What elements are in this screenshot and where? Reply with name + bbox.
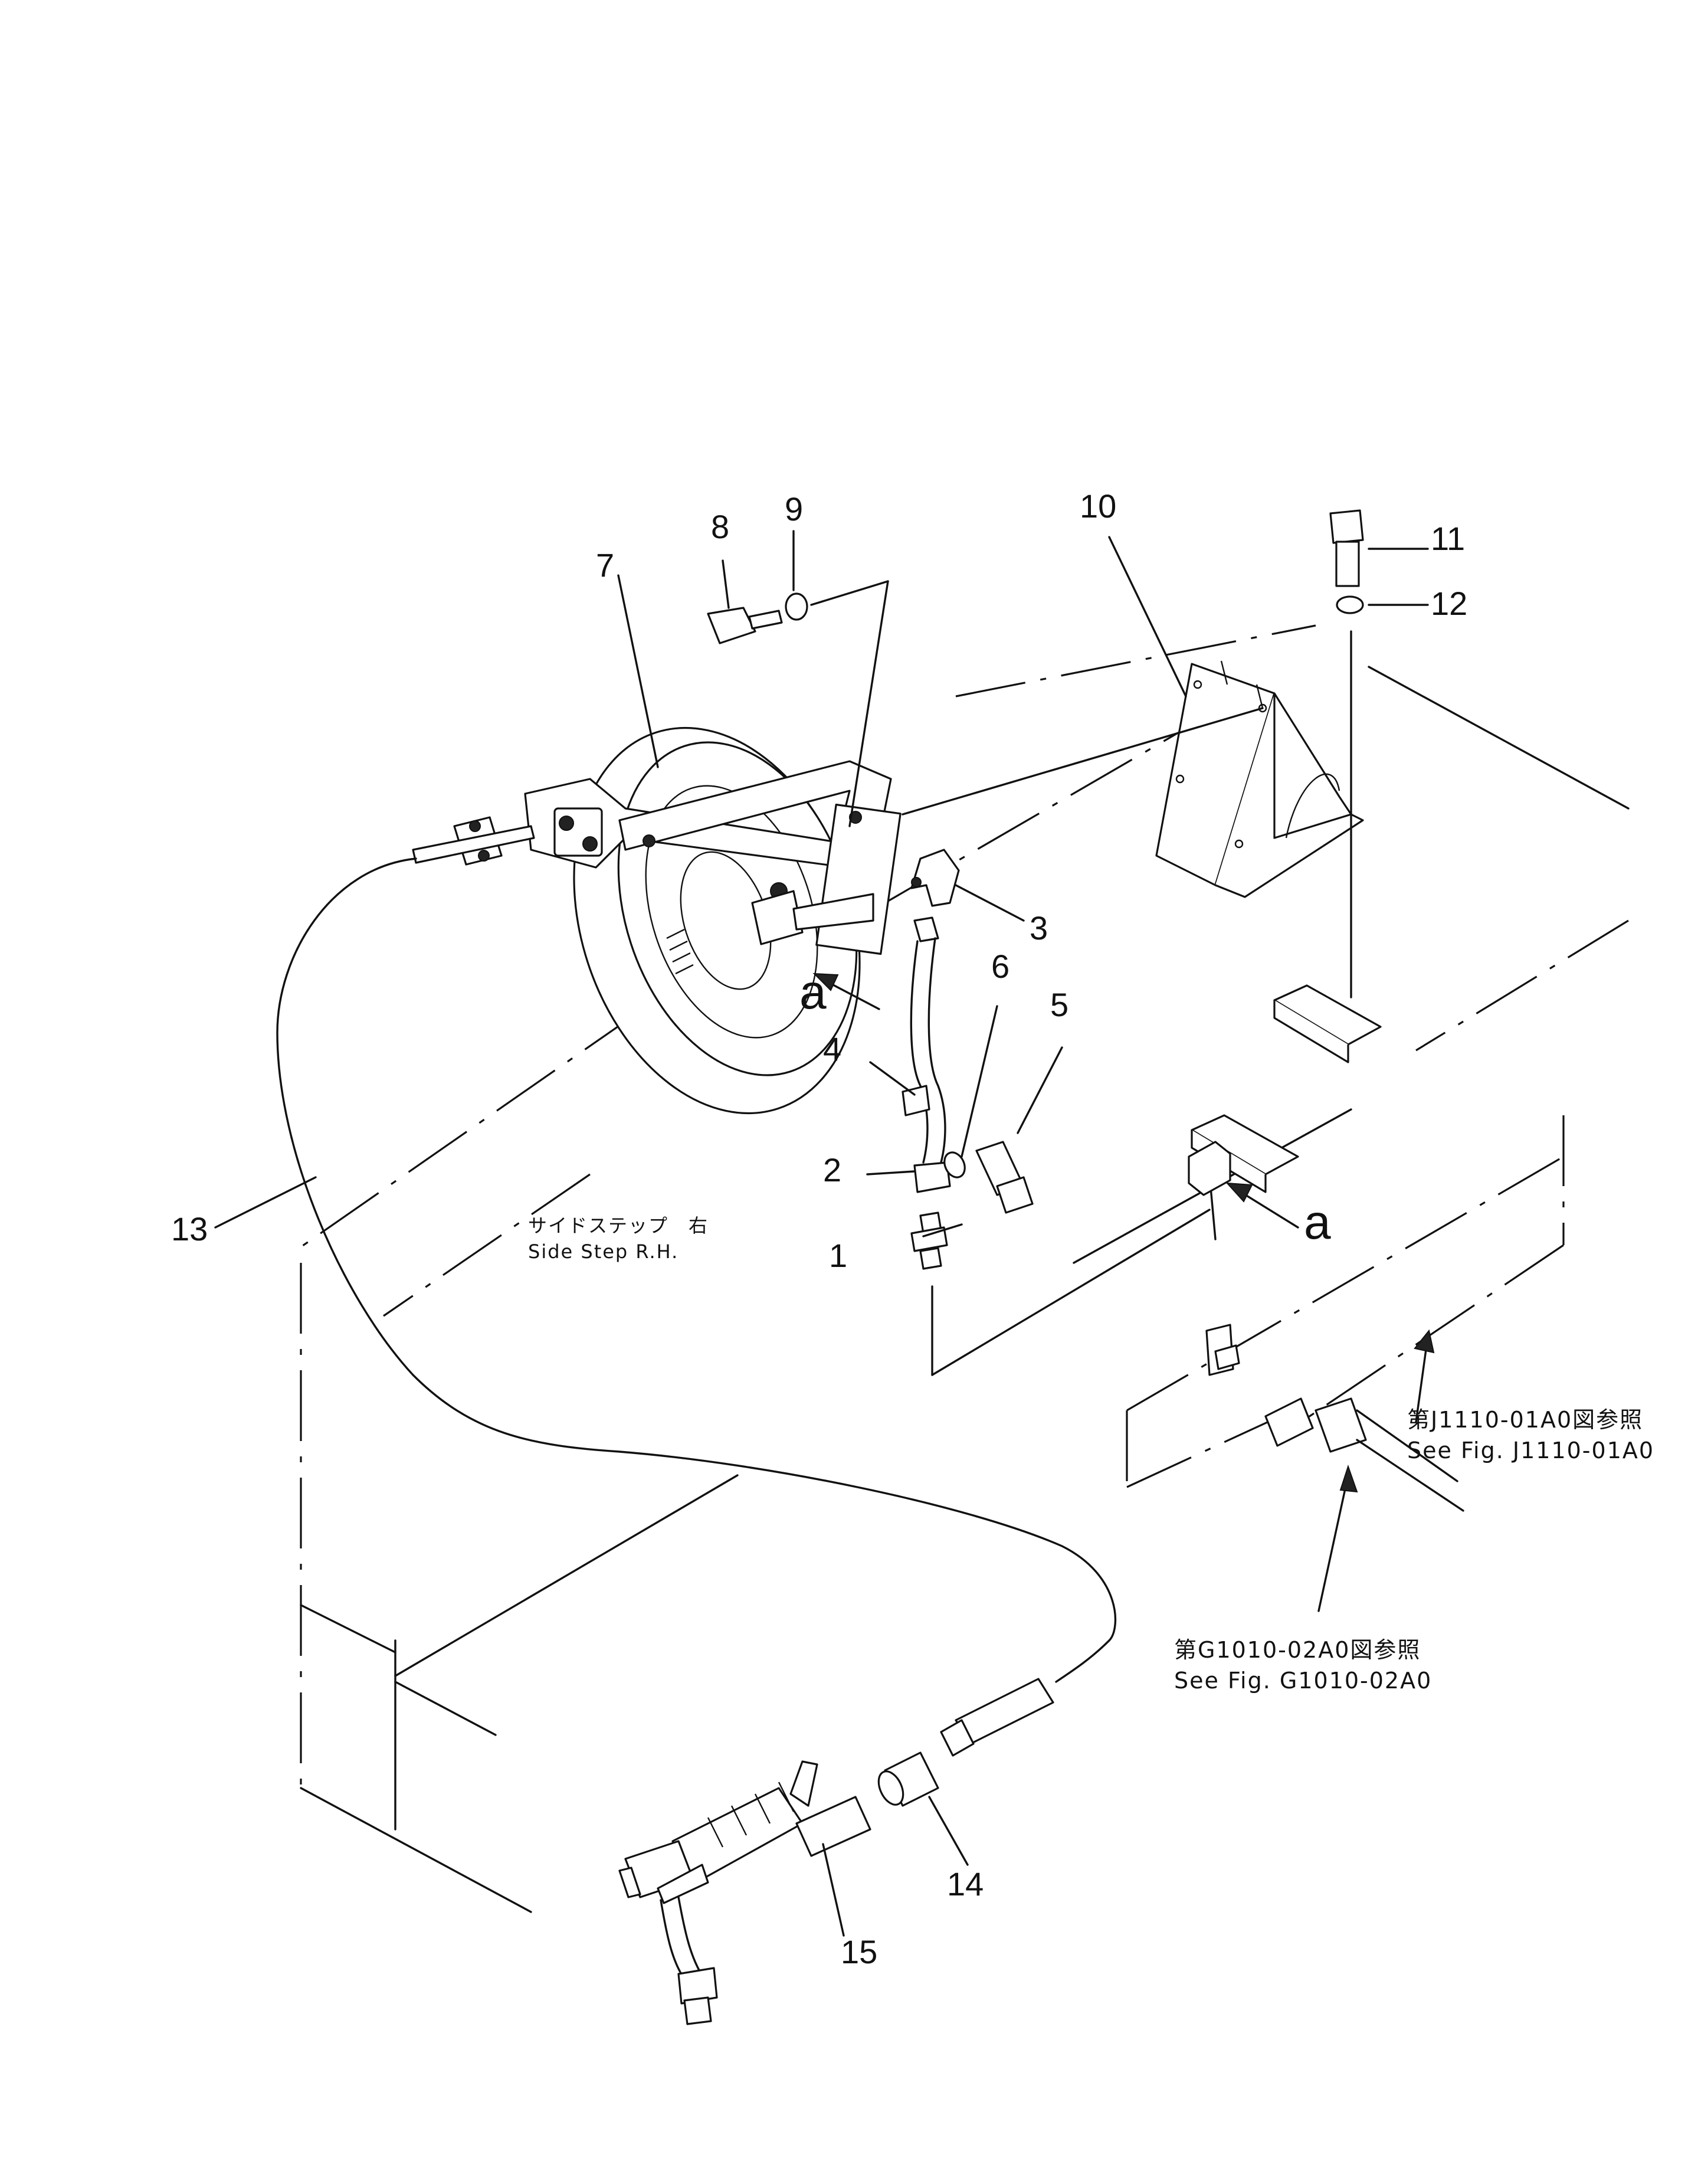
bolt-washer-parts: [707, 592, 808, 644]
view-letter-a-upper: a: [799, 965, 827, 1019]
mount-blocks: [1188, 630, 1382, 1196]
fuel-coupler-parts: [1205, 1324, 1464, 1512]
callout-1: 1: [829, 1237, 848, 1274]
adapter-part: [877, 1751, 939, 1807]
callout-8: 8: [711, 508, 730, 545]
callout-7: 7: [596, 546, 615, 584]
outlet-hose-part: [276, 825, 1117, 1757]
callout-11: 11: [1431, 520, 1466, 557]
side-step-label: サイドステップ 右 Side Step R.H.: [528, 1213, 709, 1265]
callout-12: 12: [1431, 585, 1468, 622]
callout-6: 6: [991, 948, 1010, 985]
elbow-and-hose-parts: [902, 849, 1034, 1270]
callout-10: 10: [1080, 487, 1117, 525]
callout-15: 15: [841, 1933, 878, 1970]
leader-lines: [214, 530, 1435, 1937]
view-letter-a-lower: a: [1304, 1196, 1331, 1249]
nozzle-gun-part: [618, 1760, 871, 2025]
hose-reel-part: [453, 726, 902, 1115]
callout-9: 9: [785, 490, 804, 528]
callout-2: 2: [823, 1151, 842, 1188]
reference-g1010-jp: 第G1010-02A0図参照: [1174, 1637, 1421, 1663]
reference-j1110-en: See Fig. J1110-01A0: [1407, 1438, 1655, 1463]
reference-j1110-label: 第J1110-01A0図参照 See Fig. J1110-01A0: [1407, 1404, 1654, 1466]
reference-j1110-jp: 第J1110-01A0図参照: [1407, 1407, 1644, 1433]
reference-g1010-label: 第G1010-02A0図参照 See Fig. G1010-02A0: [1174, 1635, 1432, 1696]
reference-g1010-en: See Fig. G1010-02A0: [1174, 1668, 1433, 1694]
bracket-part: [902, 660, 1364, 898]
bolt-washer-right-parts: [1329, 509, 1364, 614]
callout-14: 14: [947, 1865, 984, 1903]
side-step-label-jp: サイドステップ 右: [528, 1214, 709, 1237]
callout-5: 5: [1050, 986, 1069, 1023]
callout-3: 3: [1030, 909, 1048, 947]
side-step-label-en: Side Step R.H.: [528, 1240, 679, 1263]
callout-4: 4: [823, 1030, 842, 1068]
callout-13: 13: [171, 1210, 208, 1247]
